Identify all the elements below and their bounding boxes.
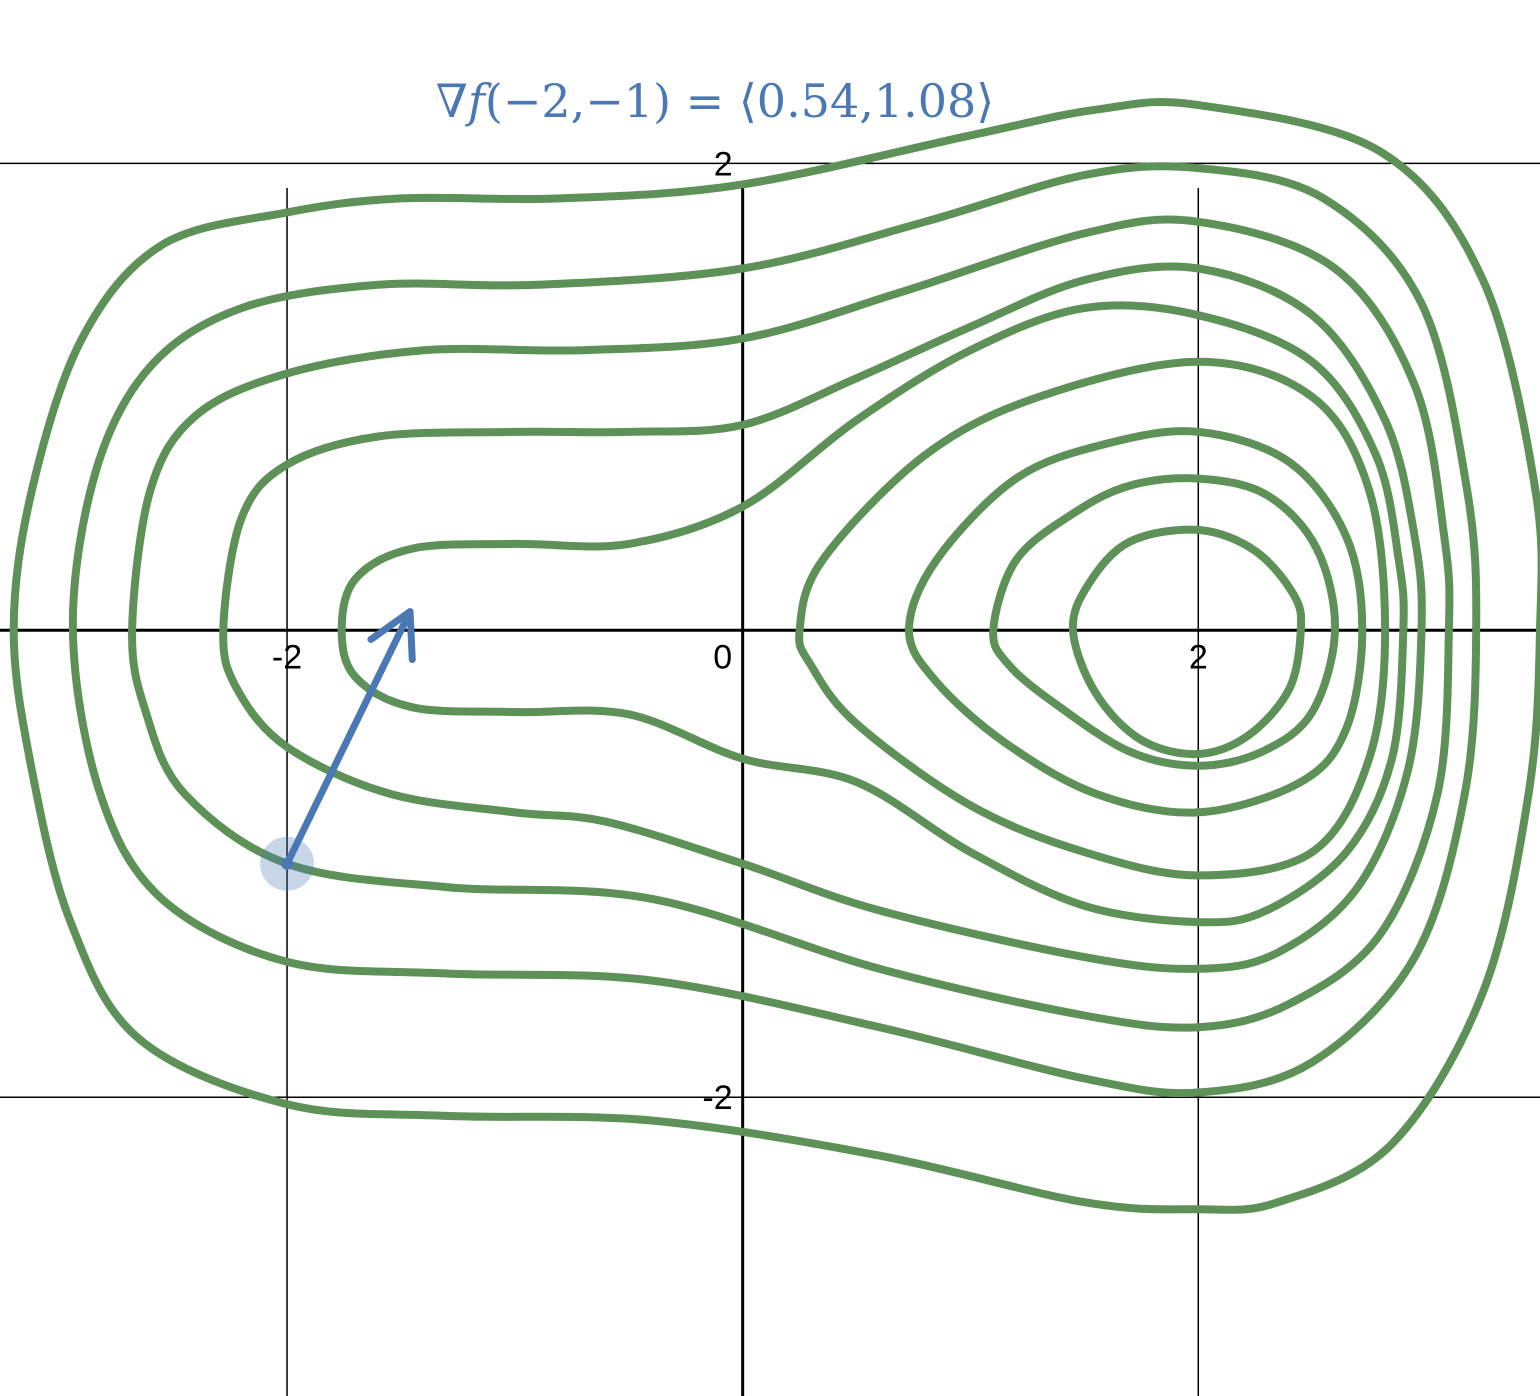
x-tick-label: -2 — [272, 638, 302, 676]
evaluation-point: (−2,−1) — [484, 74, 672, 128]
contour-line-6 — [795, 357, 1390, 880]
axes — [0, 188, 1540, 1396]
gradient-equation: ∇f(−2,−1) = ⟨0.54,1.08⟩ — [0, 74, 1430, 128]
gradient-vector-value: ⟨0.54,1.08⟩ — [738, 74, 995, 128]
nabla-symbol: ∇ — [435, 74, 468, 128]
contour-line-2 — [68, 162, 1481, 1098]
contour-line-5 — [337, 301, 1408, 927]
y-tick-label: 2 — [714, 145, 733, 183]
x-tick-label: 2 — [1189, 638, 1208, 676]
contour-line-9 — [1068, 525, 1306, 759]
equals-sign: = — [671, 74, 739, 128]
x-tick-label: 0 — [713, 638, 732, 676]
contour-line-7 — [905, 427, 1367, 817]
contour-lines — [9, 98, 1540, 1214]
contour-line-4 — [219, 262, 1426, 973]
contour-line-3 — [128, 215, 1454, 1032]
y-tick-label: -2 — [702, 1079, 732, 1117]
vector-arrowhead — [367, 608, 416, 664]
gradient-vector — [260, 608, 416, 891]
contour-line-1 — [9, 98, 1540, 1214]
contour-line-8 — [989, 474, 1340, 770]
vector-shaft — [283, 608, 414, 868]
tick-labels: -2 0 2 2 -2 — [272, 145, 1208, 1117]
function-name: f — [467, 74, 485, 128]
